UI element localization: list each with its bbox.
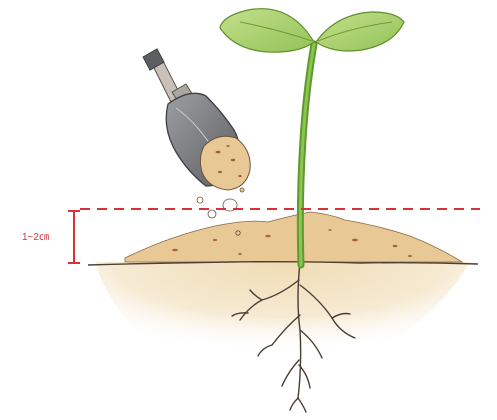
soil-mound xyxy=(125,212,462,262)
left-leaf xyxy=(220,9,314,52)
falling-soil-bits xyxy=(197,188,244,218)
right-leaf xyxy=(316,12,404,51)
underground-soil xyxy=(95,262,470,383)
soil-clump xyxy=(200,136,250,190)
depth-label: 1~2㎝ xyxy=(22,232,49,243)
depth-bracket xyxy=(68,211,80,263)
